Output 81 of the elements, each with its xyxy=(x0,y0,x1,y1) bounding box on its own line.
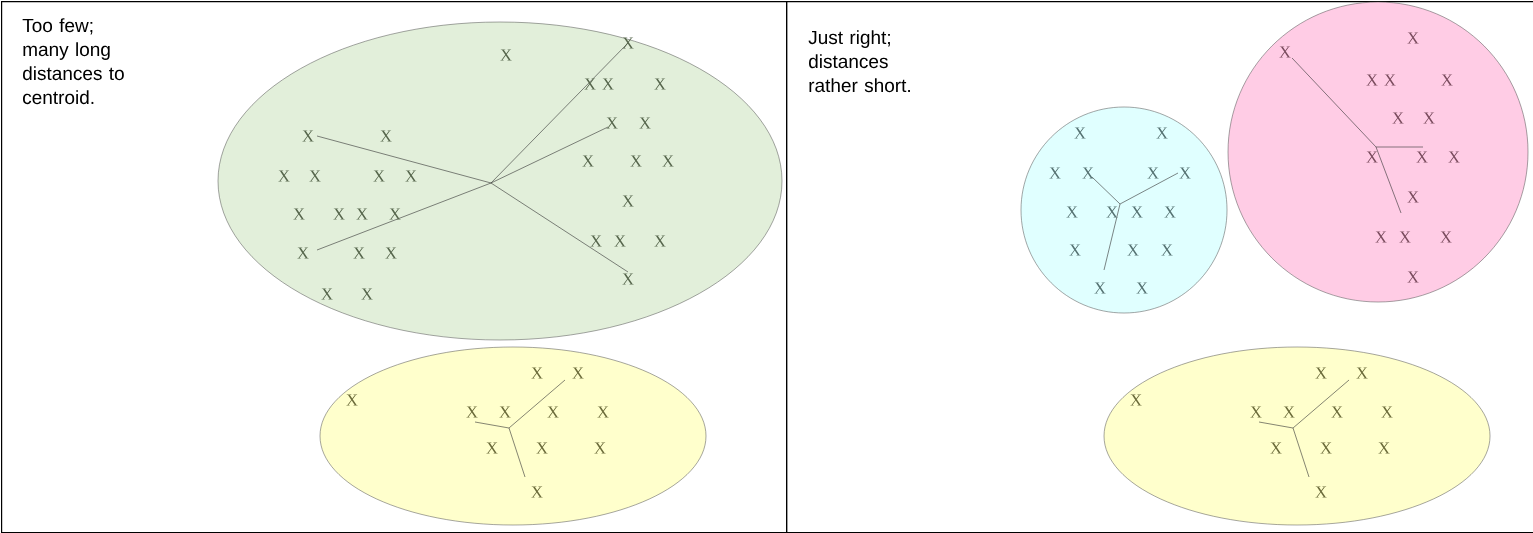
data-point: X xyxy=(1250,406,1262,418)
data-point: X xyxy=(1320,442,1332,454)
data-point: X xyxy=(654,78,666,90)
data-point: X xyxy=(1399,231,1411,243)
data-point: X xyxy=(614,235,626,247)
data-point: X xyxy=(486,442,498,454)
data-point: X xyxy=(1161,244,1173,256)
data-point: X xyxy=(1366,151,1378,163)
data-point: X xyxy=(572,367,584,379)
data-point: X xyxy=(531,486,543,498)
data-point: X xyxy=(1416,151,1428,163)
data-point: X xyxy=(1074,127,1086,139)
data-point: X xyxy=(1049,167,1061,179)
data-point: X xyxy=(1378,442,1390,454)
data-point: X xyxy=(639,117,651,129)
data-point: X xyxy=(1441,74,1453,86)
data-point: X xyxy=(1356,367,1368,379)
data-point: X xyxy=(594,442,606,454)
data-point: X xyxy=(1407,32,1419,44)
data-point: X xyxy=(309,170,321,182)
data-point: X xyxy=(321,288,333,300)
data-point: X xyxy=(356,208,368,220)
data-point: X xyxy=(1156,127,1168,139)
data-point: X xyxy=(1270,442,1282,454)
data-point: X xyxy=(622,37,634,49)
data-point: X xyxy=(466,406,478,418)
data-point: X xyxy=(531,367,543,379)
data-point: X xyxy=(373,170,385,182)
data-point: X xyxy=(630,155,642,167)
data-point: X xyxy=(293,208,305,220)
data-point: X xyxy=(1315,367,1327,379)
data-point: X xyxy=(1066,206,1078,218)
data-point: X xyxy=(1315,486,1327,498)
data-point: X xyxy=(346,394,358,406)
data-point: X xyxy=(597,406,609,418)
data-point: X xyxy=(1179,167,1191,179)
data-point: X xyxy=(547,406,559,418)
data-point: X xyxy=(1381,406,1393,418)
data-point: X xyxy=(499,406,511,418)
data-point: X xyxy=(380,130,392,142)
data-point: X xyxy=(361,288,373,300)
data-point: X xyxy=(1106,206,1118,218)
data-point: X xyxy=(1147,167,1159,179)
data-point: X xyxy=(1136,282,1148,294)
data-point: X xyxy=(1407,271,1419,283)
data-point: X xyxy=(405,170,417,182)
data-point: X xyxy=(1279,46,1291,58)
data-point: X xyxy=(302,130,314,142)
data-point: X xyxy=(1440,231,1452,243)
data-point: X xyxy=(1407,191,1419,203)
data-point: X xyxy=(622,273,634,285)
data-point: X xyxy=(297,247,309,259)
data-point: X xyxy=(1094,282,1106,294)
data-point: X xyxy=(654,235,666,247)
data-point: X xyxy=(1283,406,1295,418)
data-point: X xyxy=(1448,151,1460,163)
data-point: X xyxy=(500,49,512,61)
data-point: X xyxy=(590,235,602,247)
data-point: X xyxy=(622,195,634,207)
data-point: X xyxy=(1130,394,1142,406)
data-point: X xyxy=(662,155,674,167)
data-point: X xyxy=(1331,406,1343,418)
data-point: X xyxy=(602,78,614,90)
data-point: X xyxy=(1375,231,1387,243)
data-point: X xyxy=(278,170,290,182)
data-point: X xyxy=(353,247,365,259)
data-point: X xyxy=(1423,112,1435,124)
data-point: X xyxy=(389,208,401,220)
data-point: X xyxy=(1131,206,1143,218)
data-point: X xyxy=(1366,74,1378,86)
data-point: X xyxy=(1082,167,1094,179)
data-point: X xyxy=(1392,112,1404,124)
data-point: X xyxy=(1127,244,1139,256)
data-point: X xyxy=(1384,74,1396,86)
data-point: X xyxy=(536,442,548,454)
data-point: X xyxy=(582,155,594,167)
data-point: X xyxy=(606,117,618,129)
data-point: X xyxy=(1069,244,1081,256)
data-point: X xyxy=(385,247,397,259)
data-point: X xyxy=(1164,206,1176,218)
data-point: X xyxy=(333,208,345,220)
